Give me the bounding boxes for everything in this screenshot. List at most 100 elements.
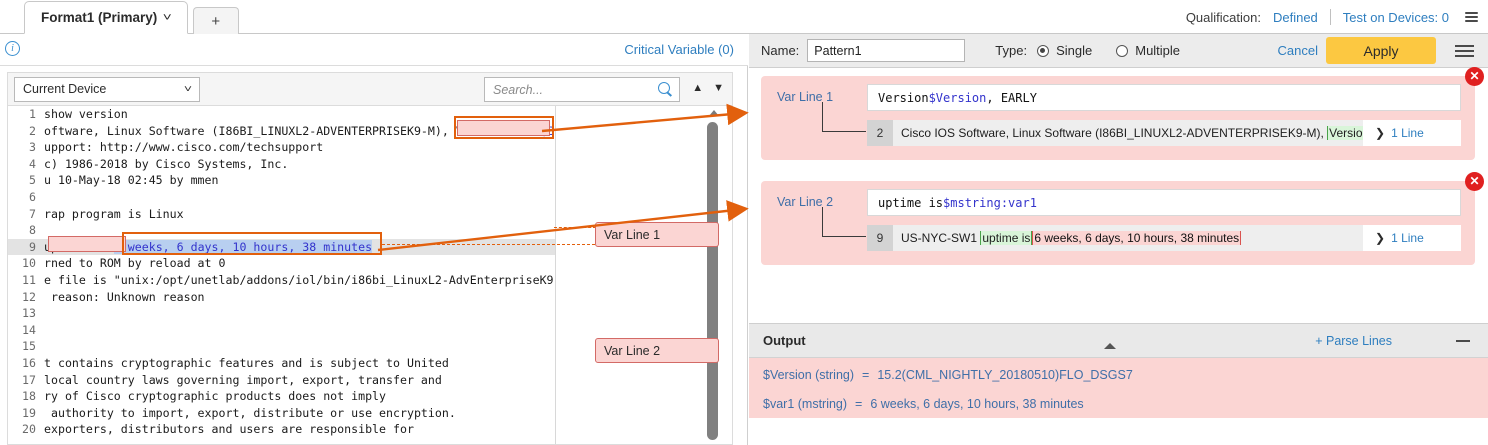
name-label: Name: [761, 43, 800, 58]
apply-button[interactable]: Apply [1326, 37, 1436, 64]
code-line-20[interactable]: 20 exporters, distributors and users are … [8, 421, 555, 438]
name-input[interactable] [807, 39, 966, 62]
info-icon[interactable]: i [5, 41, 20, 56]
code-line-8[interactable]: 8 [8, 222, 555, 239]
code-line-text: authority to import, export, distribute … [44, 405, 456, 420]
var-card-2-expand[interactable]: ❯ 1 Line [1363, 225, 1461, 251]
search-nav: ▲ ▼ [692, 82, 724, 94]
top-bar: Format1 (Primary) ˅ + Qualification: Def… [0, 0, 1488, 34]
parse-lines-button[interactable]: + Parse Lines [1315, 333, 1392, 348]
code-line-14[interactable]: 14 [8, 322, 555, 339]
line-number: 20 [22, 422, 36, 437]
line2-version-highlight [457, 119, 550, 136]
search-input[interactable] [491, 81, 658, 98]
line-number: 11 [22, 272, 36, 287]
device-select[interactable]: Current Device ˅ [14, 76, 200, 102]
var-card-1-match-row[interactable]: 2 Cisco IOS Software, Linux Software (I8… [867, 120, 1461, 146]
code-line-10[interactable]: 10 rned to ROM by reload at 0 [8, 255, 555, 272]
search-next-icon[interactable]: ▼ [713, 82, 724, 94]
line-number: 8 [29, 223, 36, 238]
var-card-1-pattern-input[interactable]: Version $Version, EARLY [867, 84, 1461, 111]
var-card-2: ✕ Var Line 2 uptime is $mstring:var1 9 U… [761, 172, 1484, 265]
radio-multiple-label: Multiple [1135, 43, 1181, 58]
line-number: 10 [22, 256, 36, 271]
right-menu-icon[interactable] [1455, 44, 1474, 57]
scroll-up-icon[interactable] [709, 110, 719, 116]
code-line-text: u 10-May-18 02:45 by mmen [44, 173, 219, 188]
var-card-2-pattern-input[interactable]: uptime is $mstring:var1 [867, 189, 1461, 216]
close-icon[interactable]: ✕ [1465, 67, 1484, 86]
add-tab-button[interactable]: + [192, 7, 239, 34]
chevron-down-icon: ˅ [183, 83, 193, 95]
match-text: Cisco IOS Software, Linux Software (I86B… [893, 126, 1363, 140]
chevron-down-icon[interactable]: ˅ [163, 11, 173, 24]
output-var-value: 15.2(CML_NIGHTLY_20180510)FLO_DSGS7 [877, 368, 1133, 382]
callout-var-line-1[interactable]: Var Line 1 [595, 222, 719, 247]
close-icon[interactable]: ✕ [1465, 172, 1484, 191]
search-icon[interactable] [658, 82, 673, 97]
line-number: 15 [22, 339, 36, 354]
line9-uptime-highlight [48, 235, 126, 252]
line9-selected-text[interactable]: 6 weeks, 6 days, 10 hours, 38 minutes [113, 239, 373, 254]
qualification-value[interactable]: Defined [1272, 9, 1318, 25]
output-title: Output [763, 333, 806, 348]
editor-scrollbar[interactable] [702, 106, 726, 444]
code-line-text: rap program is Linux [44, 206, 184, 221]
var-card-1-label: Var Line 1 [777, 90, 834, 104]
callout-var-line-2[interactable]: Var Line 2 [595, 338, 719, 363]
cancel-button[interactable]: Cancel [1277, 43, 1318, 58]
code-line-11[interactable]: 11 e file is "unix:/opt/unetlab/addons/io… [8, 272, 555, 289]
code-line-12[interactable]: 12 reason: Unknown reason [8, 289, 555, 306]
left-sub-bar: i Critical Variable (0) [0, 34, 748, 66]
callout-var-line-2-label: Var Line 2 [604, 343, 661, 358]
code-line-text: exporters, distributors and users are re… [44, 422, 414, 437]
menu-icon[interactable] [1461, 11, 1478, 23]
line-number: 14 [22, 322, 36, 337]
match-red-highlight: 6 weeks, 6 days, 10 hours, 38 minutes [1032, 231, 1242, 245]
radio-multiple[interactable] [1116, 44, 1129, 57]
line-number: 13 [22, 306, 36, 321]
chevron-right-icon: ❯ [1375, 126, 1386, 140]
code-line-13[interactable]: 13 [8, 305, 555, 322]
search-prev-icon[interactable]: ▲ [692, 82, 704, 94]
test-on-devices-link[interactable]: Test on Devices: 0 [1342, 9, 1449, 25]
tab-format1[interactable]: Format1 (Primary) ˅ [24, 1, 188, 34]
output-var-name: $var1 (mstring) [763, 397, 848, 411]
code-line-15[interactable]: 15 [8, 338, 555, 355]
minimize-icon[interactable] [1456, 339, 1470, 342]
code-line-text: e file is "unix:/opt/unetlab/addons/iol/… [44, 272, 554, 287]
var-card-1-expand[interactable]: ❯ 1 Line [1363, 120, 1461, 146]
resize-handle-icon[interactable] [1104, 328, 1126, 349]
code-line-7[interactable]: 7 rap program is Linux [8, 206, 555, 223]
output-panel: Output + Parse Lines $Version (string)=1… [749, 323, 1488, 445]
type-radio-group: Single Multiple [1037, 43, 1180, 58]
code-line-text: local country laws governing import, exp… [44, 372, 442, 387]
radio-single[interactable] [1037, 44, 1050, 57]
output-header: Output + Parse Lines [749, 324, 1488, 358]
output-var-value: 6 weeks, 6 days, 10 hours, 38 minutes [870, 397, 1084, 411]
code-line-19[interactable]: 19 authority to import, export, distribu… [8, 405, 555, 422]
line-number: 12 [22, 289, 36, 304]
match-line-number: 9 [867, 225, 893, 251]
search-box[interactable] [484, 77, 680, 102]
line-number: 18 [22, 389, 36, 404]
code-line-6[interactable]: 6 [8, 189, 555, 206]
critical-variable-link[interactable]: Critical Variable (0) [624, 42, 734, 57]
scrollbar-thumb[interactable] [707, 122, 718, 440]
var-card-2-connector [822, 207, 866, 237]
tab-strip: Format1 (Primary) ˅ + [24, 0, 239, 34]
code-line-text: rned to ROM by reload at 0 [44, 256, 226, 271]
tab-format1-label: Format1 (Primary) [41, 10, 158, 25]
code-line-text: c) 1986-2018 by Cisco Systems, Inc. [44, 156, 289, 171]
line-number: 7 [29, 206, 36, 221]
